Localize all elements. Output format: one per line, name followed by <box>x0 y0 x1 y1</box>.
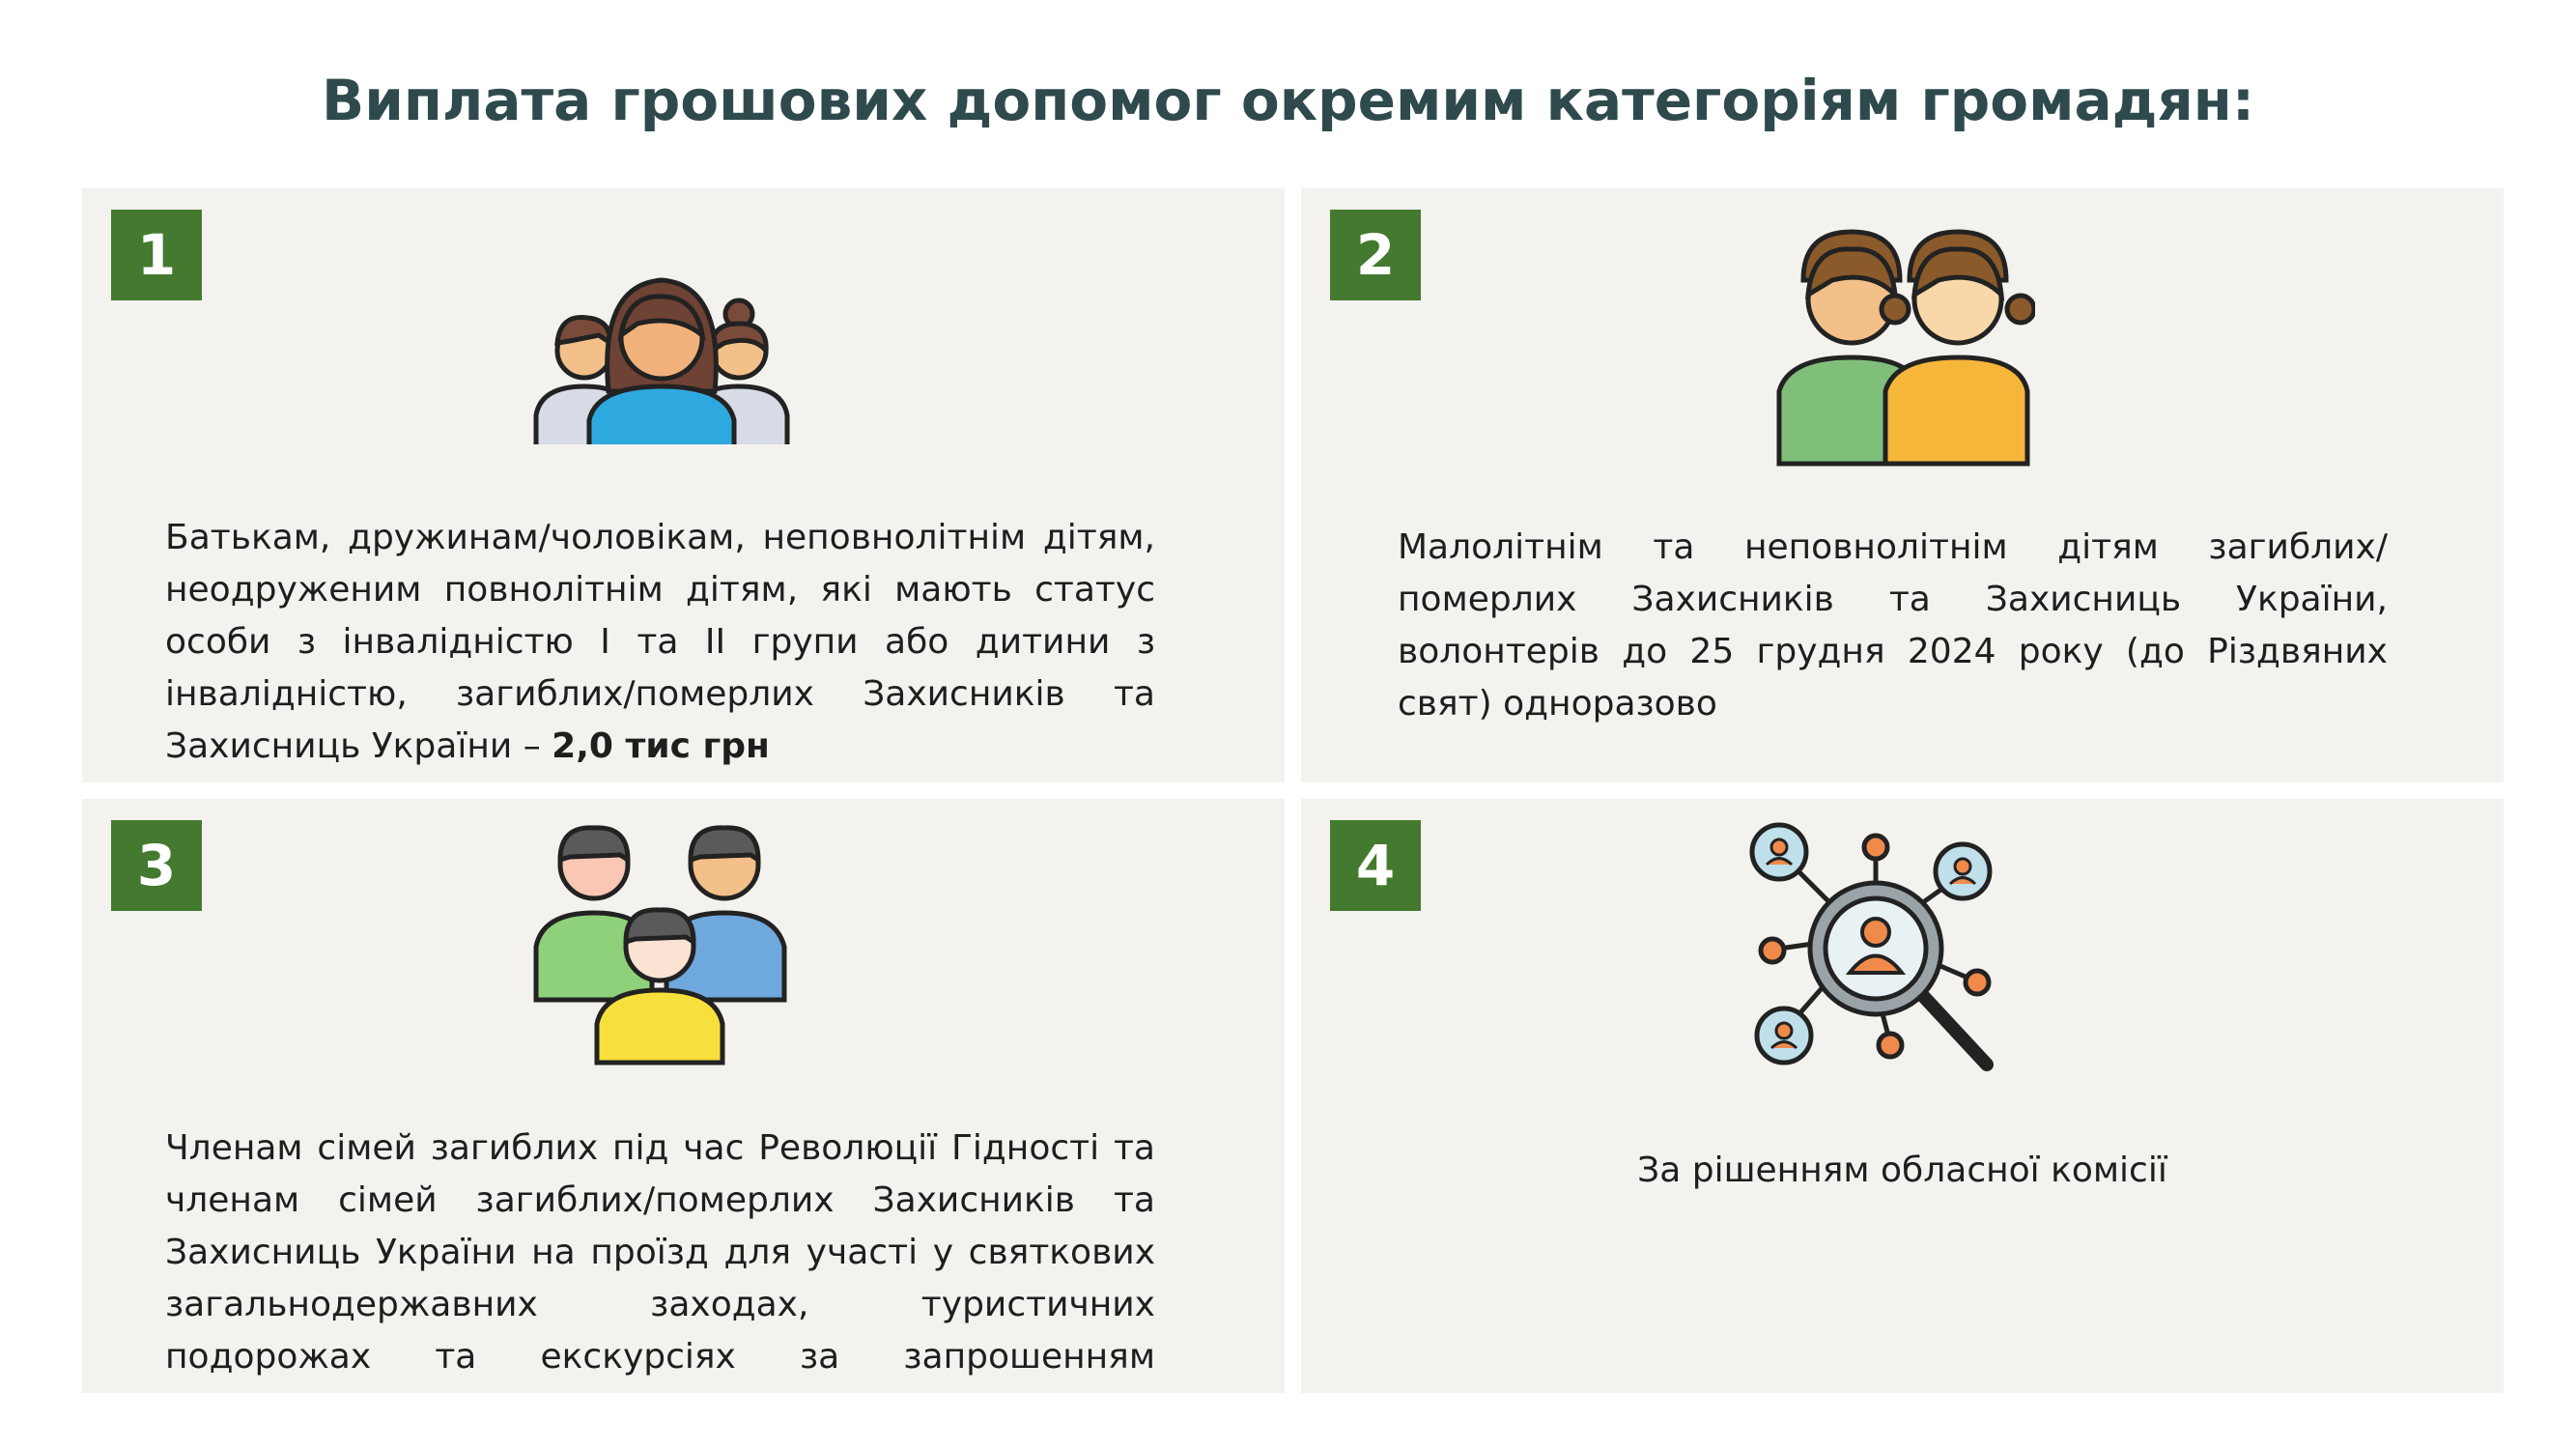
card-number-badge: 2 <box>1330 210 1421 300</box>
card-4: 4 <box>1301 799 2504 1393</box>
family-icon <box>531 246 792 453</box>
children-icon <box>1774 222 2037 477</box>
payment-amount: 2,0 тис грн <box>552 726 770 766</box>
card-3: 3 Членам сімей загиблих під час Революці… <box>82 799 1285 1393</box>
card-number-badge: 1 <box>111 210 202 300</box>
card-description: Батькам, дружинам/чоловікам, неповнолітн… <box>165 512 1155 773</box>
card-description: Малолітнім та неповнолітнім дітям загибл… <box>1398 527 2388 724</box>
page-title: Виплата грошових допомог окремим категор… <box>321 68 2255 133</box>
card-description: Членам сімей загиблих під час Революції … <box>165 1128 1155 1393</box>
card-text: Батькам, дружинам/чоловікам, неповнолітн… <box>165 518 1155 766</box>
card-number-badge: 4 <box>1330 820 1421 911</box>
card-description: За рішенням обласної комісії <box>1637 1151 2167 1190</box>
card-number-badge: 3 <box>111 820 202 911</box>
people-search-icon <box>1745 818 2006 1083</box>
card-2: 2 Малолітнім та неповнолітнім дітям заги… <box>1301 188 2504 782</box>
card-1: 1 Батькам, дружинам/чоловікам, неповнолі… <box>82 188 1285 782</box>
family-members-icon <box>531 816 792 1071</box>
